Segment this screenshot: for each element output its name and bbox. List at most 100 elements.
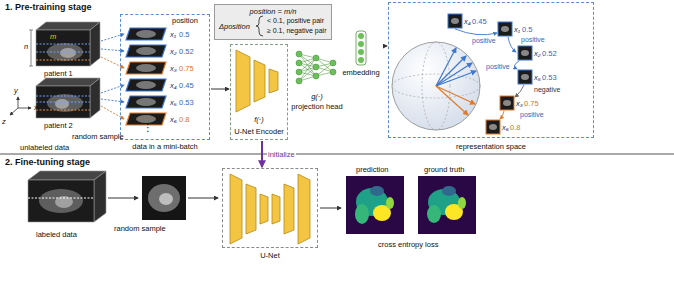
label: cross entropy loss [378,240,438,249]
embedding-circles [358,41,364,47]
label: 0.8 [179,115,189,124]
encoder-blocks [236,50,250,112]
formula-background [214,4,332,40]
slice-thumbnail [498,22,512,36]
formula-case: ≥ 0.1, negative pair [267,27,327,35]
ct-slice [126,28,166,40]
label: random sample [114,224,166,233]
label: 0.75 [179,64,194,73]
ct-volume [36,52,90,53]
ct-volume [28,198,94,199]
pair-arrow [500,111,504,119]
pair-arrow [515,85,524,97]
projection-network [296,78,302,84]
label: ground truth [424,165,464,174]
ct-volume [29,30,33,31]
mini-batch-box: positiondata in a mini-batch [120,14,210,154]
axis-arrows [18,97,19,108]
embedding-circles [358,33,364,39]
encoder-box: f(·) U-Net Encoder [230,44,288,140]
embedding-circles [356,31,366,65]
unit-sphere [436,56,466,86]
unit-sphere [436,71,476,86]
label: positive [521,36,545,44]
label: positive [472,37,496,45]
embedding-vector: embedding [340,30,382,84]
label: 0.53 [542,73,557,82]
stage-divider [0,154,674,155]
ct-volume [60,48,76,58]
segmentation-map [427,205,441,223]
connector-arrow [383,46,387,47]
unet-blocks [298,174,310,244]
unit-sphere [392,42,480,130]
unit-sphere [436,86,468,115]
stage-heading: 1. Pre-training stage [5,2,92,13]
box-caption: U-Net [260,251,280,260]
label: x₂ [170,47,177,56]
ct-volume [36,102,90,103]
label: labeled data [36,230,77,239]
slice-thumbnail [521,50,529,56]
slice-thumbnail [448,14,532,134]
ct-slice [126,28,166,125]
slice-thumbnail [518,70,532,84]
ct-slice [126,62,166,74]
ct-volume [29,22,100,66]
projection-network [296,60,302,66]
label: random sample [72,132,124,141]
connector-arrow [261,141,263,167]
label: patient 2 [44,121,73,130]
dashed-frame [120,14,210,140]
label: m [50,32,56,41]
slice-thumbnail [503,100,511,106]
formula-case: < 0.1, positive pair [267,17,324,25]
axis-arrows [10,97,31,115]
ct-volume [28,171,106,180]
segmentation-map [418,176,476,234]
flow-arrow [320,208,341,209]
label: 0.45 [472,17,487,26]
unet-blocks [246,184,256,234]
label: patient 1 [44,69,73,78]
flow-arrow [108,198,138,199]
label: x₆ [502,123,509,132]
ct-volume [36,78,100,118]
ct-volume [29,66,33,67]
unet-blocks [230,174,242,244]
stage-panel: 2. Fine-tuning stageU-Net [0,155,674,293]
encoder-blocks [269,69,278,93]
segmentation-map [355,204,369,224]
label: 0.45 [179,81,194,90]
box-caption: U-Net Encoder [234,127,284,136]
ct-volume [39,189,83,213]
label: 0.52 [179,47,194,56]
ct-volume [36,110,90,111]
projection-network [313,55,319,61]
label: x₆ [170,115,177,124]
ct-volume [55,99,69,109]
flow-arrow [188,198,218,199]
label: x₃ [516,99,523,108]
label: positive [486,63,510,71]
segmentation-map [418,176,476,234]
label: x₅ [170,98,177,107]
segmentation-map [442,186,456,196]
ct-volume [28,180,94,222]
label: x₂ [534,49,541,58]
ct-slice [136,64,156,72]
label: x₄ [464,17,471,26]
unet-blocks [284,184,294,234]
pair-arrow [514,61,519,69]
function-name: f(·) [254,115,264,124]
pair-arrow [455,29,497,35]
ct-volume [36,30,90,66]
label: x₃ [170,64,177,73]
unet-blocks [230,174,310,244]
label: x₁ [514,25,520,34]
projection-head: g(·)projection head [289,48,345,114]
projection-network [296,69,302,75]
box-caption: representation space [456,142,526,151]
